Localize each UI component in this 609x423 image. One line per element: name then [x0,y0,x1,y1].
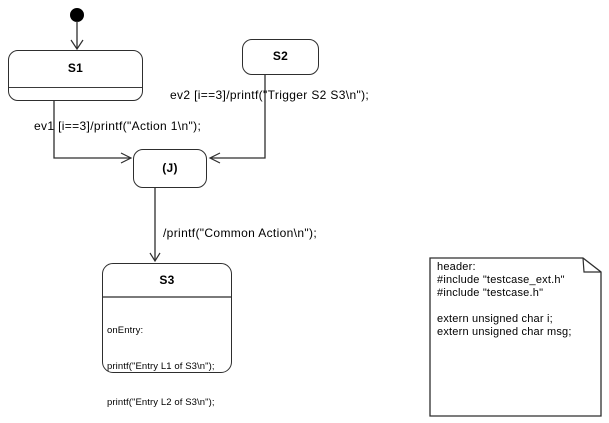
transition-label-ev1[interactable]: ev1 [i==3]/printf("Action 1\n"); [34,119,202,133]
note-text: header: #include "testcase_ext.h" #inclu… [437,261,597,339]
note-line: extern unsigned char i; [437,313,553,325]
state-s1-title: S1 [9,51,142,88]
note-fold-icon [582,257,601,273]
state-s2-title: S2 [272,49,289,63]
note-line: #include "testcase.h" [437,287,544,299]
arrowhead-icon [149,252,161,263]
note-line: #include "testcase_ext.h" [437,274,565,286]
state-s3-entry-actions: onEntry: printf("Entry L1 of S3\n"); pri… [103,298,231,423]
s3-body-line: printf("Entry L2 of S3\n"); [107,397,215,408]
transition-label-ev2[interactable]: ev2 [i==3]/printf("Trigger S2 S3\n"); [170,88,370,102]
note-line [437,300,597,313]
state-s2[interactable]: S2 [242,39,319,75]
state-s1[interactable]: S1 [8,50,143,101]
note-line: extern unsigned char msg; [437,326,572,338]
transition-line-ev1[interactable] [53,101,130,159]
junction-j-label: (J) [162,161,178,175]
s3-body-line: onEntry: [107,325,144,336]
arrowhead-icon [120,152,133,164]
arrowhead-icon [70,39,84,51]
initial-state-dot[interactable] [70,8,84,22]
note-line: header: [437,261,476,273]
junction-j[interactable]: (J) [133,149,207,188]
transition-label-common[interactable]: /printf("Common Action\n"); [163,226,318,240]
note-box[interactable] [429,257,602,417]
transition-line-ev2[interactable] [211,75,266,159]
state-s3[interactable]: S3 onEntry: printf("Entry L1 of S3\n"); … [102,263,232,408]
s3-body-line: printf("Entry L1 of S3\n"); [107,361,215,372]
arrowhead-icon [208,152,221,164]
state-s3-title: S3 [103,264,231,298]
